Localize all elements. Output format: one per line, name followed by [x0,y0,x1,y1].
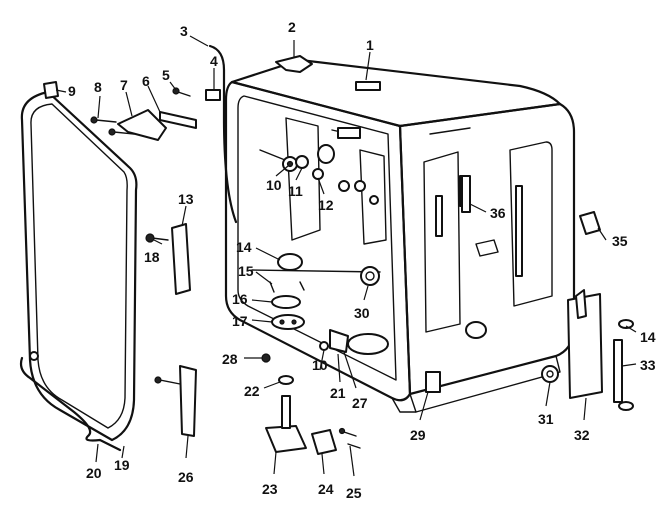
callout-22: 22 [244,383,260,399]
small-parts [43,55,634,455]
callout-10-lower: 10 [312,357,328,373]
callout-3: 3 [180,23,188,39]
callout-11: 11 [288,183,303,199]
callout-15: 15 [238,263,254,279]
callout-32: 32 [574,427,590,443]
callout-9: 9 [68,83,76,99]
callout-8: 8 [94,79,102,95]
callout-5: 5 [162,67,170,83]
leader-lines [55,35,637,477]
callout-28: 28 [222,351,238,367]
callout-17: 17 [232,313,248,329]
callout-12: 12 [318,197,334,213]
callout-10: 10 [266,177,282,193]
callout-33: 33 [640,357,656,373]
callout-35: 35 [612,233,628,249]
callout-4: 4 [210,53,218,69]
callout-18: 18 [144,249,160,265]
callout-6: 6 [142,73,150,89]
callout-14-right: 14 [640,329,656,345]
callout-labels: 1 2 3 4 5 6 7 8 9 10 11 12 13 14 15 16 1… [68,19,656,501]
callout-13: 13 [178,191,194,207]
callout-16: 16 [232,291,248,307]
tub-assembly [208,44,576,413]
callout-27: 27 [352,395,368,411]
callout-2: 2 [288,19,296,35]
callout-21: 21 [330,385,346,401]
callout-20: 20 [86,465,102,481]
callout-19: 19 [114,457,130,473]
callout-26: 26 [178,469,194,485]
callout-30: 30 [354,305,370,321]
callout-36: 36 [490,205,506,221]
callout-23: 23 [262,481,278,497]
door-gasket-frame [19,90,138,452]
callout-31: 31 [538,411,554,427]
callout-1: 1 [366,37,374,53]
callout-14: 14 [236,239,252,255]
callout-25: 25 [346,485,362,501]
callout-29: 29 [410,427,426,443]
callout-7: 7 [120,77,128,93]
callout-24: 24 [318,481,334,497]
